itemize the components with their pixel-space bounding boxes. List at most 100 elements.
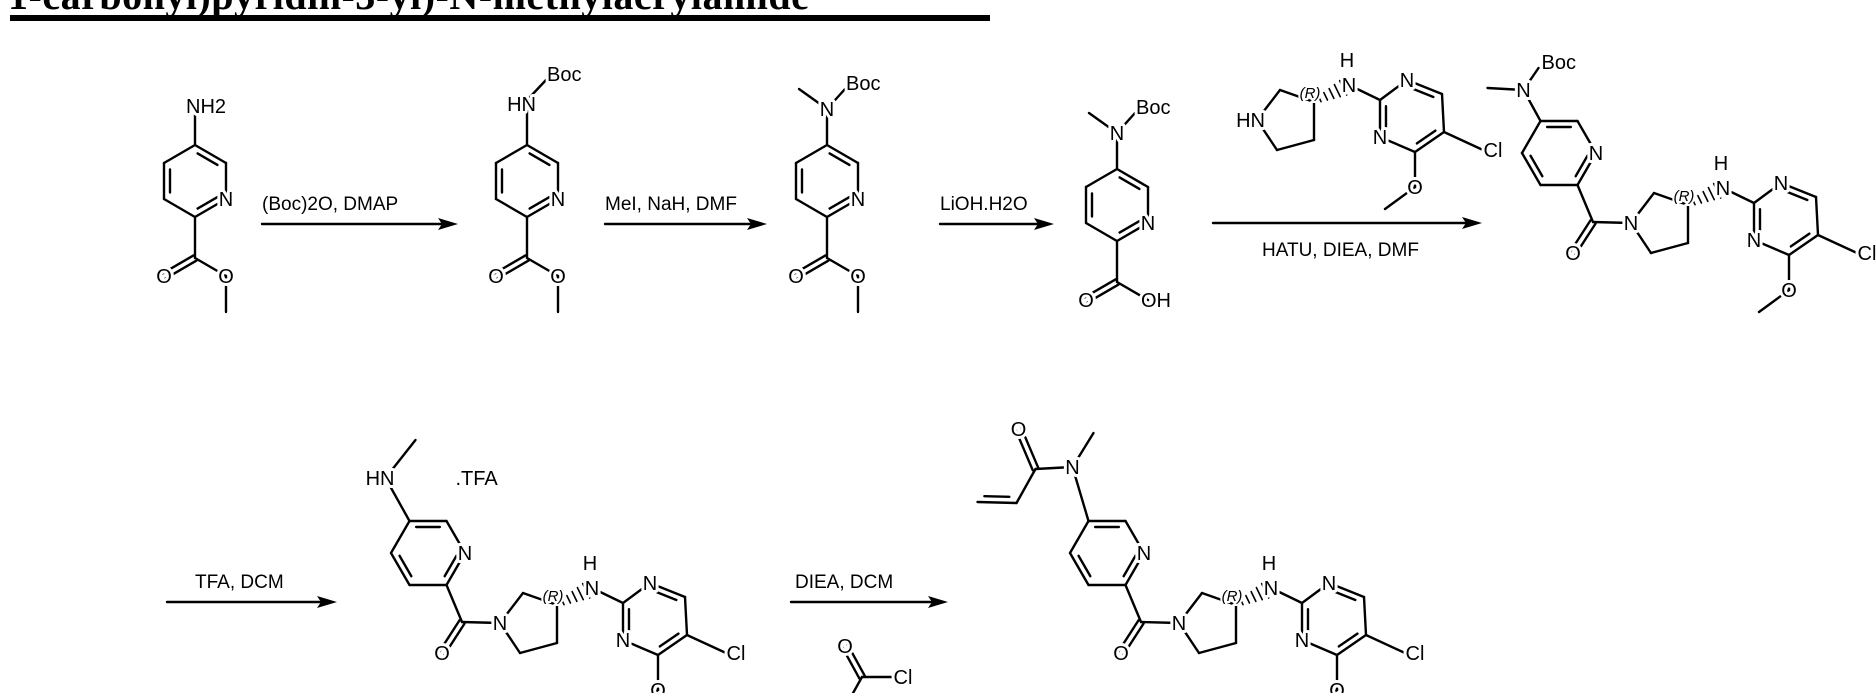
bond	[1327, 581, 1366, 599]
hashed-wedge	[1328, 87, 1335, 100]
bond	[1115, 111, 1137, 135]
bond	[846, 643, 866, 677]
bond	[1652, 191, 1690, 207]
double-bond-inner	[1415, 129, 1437, 145]
bond	[1083, 278, 1117, 299]
atom-label-r: (R)	[1300, 85, 1321, 102]
atom-label-n: N	[458, 543, 472, 565]
bond	[796, 259, 830, 280]
bond	[1071, 431, 1095, 469]
atom-label-n: N	[851, 189, 865, 211]
atom-label-o: O	[156, 266, 172, 288]
atom-label-n: N	[1624, 213, 1638, 235]
bond	[494, 143, 529, 165]
bond	[1087, 111, 1119, 135]
page-title: 1-carbonyl)pyridin-3-yl)-N-methylacrylam…	[8, 0, 809, 19]
step-2-reagents: MeI, NaH, DMF	[605, 194, 737, 215]
step-3-reagents: LiOH.H2O	[940, 194, 1028, 215]
arrow-step-4	[1211, 217, 1482, 229]
bond	[656, 633, 689, 657]
bond	[193, 197, 228, 219]
bond	[1278, 88, 1316, 104]
bond	[851, 675, 864, 693]
bond	[825, 143, 860, 165]
bond	[825, 87, 847, 111]
bond	[389, 551, 411, 587]
bond	[1752, 181, 1783, 205]
bond	[1362, 595, 1368, 637]
bond	[1522, 66, 1540, 92]
double-bond-inner	[828, 195, 851, 210]
hashed-wedge	[571, 590, 578, 603]
double-bond-inner	[1118, 176, 1141, 191]
atom-label-boc: Boc	[547, 64, 581, 86]
arrow-head	[317, 596, 337, 608]
atom-label-o: O	[1078, 290, 1094, 312]
double-bond-inner	[983, 494, 1011, 499]
double-bond-inner	[652, 589, 678, 602]
step-6-reagents: DIEA, DCM	[795, 572, 893, 593]
double-bond-inner	[196, 152, 219, 167]
bond	[443, 622, 466, 656]
arrow-step-2	[603, 218, 767, 230]
bond	[1197, 641, 1238, 655]
double-bond-inner	[828, 152, 851, 167]
bond	[162, 197, 197, 219]
bond	[445, 551, 467, 587]
bond	[1591, 220, 1633, 225]
bond	[193, 256, 228, 278]
bond	[841, 646, 861, 680]
bond	[1139, 620, 1181, 625]
bond	[1576, 183, 1595, 224]
atom-label-cl: Cl	[1406, 643, 1425, 665]
bond	[1020, 426, 1040, 470]
atom-label-n: N	[1141, 213, 1155, 235]
bond	[493, 254, 527, 275]
bond	[1068, 519, 1090, 555]
atom-label-oh: OH	[1141, 290, 1171, 312]
bond	[1269, 586, 1304, 605]
double-bond-inner	[658, 632, 680, 648]
step-4-reagents: HATU, DIEA, DMF	[1262, 240, 1419, 261]
bond	[1779, 181, 1818, 199]
atom-label-boc: Boc	[1136, 97, 1170, 119]
bond	[1115, 167, 1150, 189]
bond	[460, 620, 502, 625]
double-bond-inner	[1529, 154, 1544, 178]
atom-label-hn: HN	[507, 94, 536, 116]
hashed-wedge	[1338, 79, 1348, 96]
atom-label-n: N	[1774, 173, 1788, 195]
atom-label-n: N	[493, 613, 507, 635]
bond	[1071, 465, 1090, 523]
hashed-wedge	[566, 594, 572, 604]
atom-label-o: O	[1565, 243, 1581, 265]
arrow-head	[928, 596, 948, 608]
bond	[1015, 467, 1037, 505]
atom-label-cl: Cl	[894, 667, 913, 689]
bond	[1522, 88, 1542, 123]
bond	[621, 581, 652, 605]
bond	[1378, 78, 1409, 102]
bond	[1068, 551, 1090, 587]
bond	[1486, 86, 1525, 92]
bond	[1520, 119, 1542, 155]
atom-label-n: N	[1373, 127, 1387, 149]
atom-label-cl: Cl	[1484, 140, 1503, 162]
bond	[1117, 619, 1140, 653]
hashed-wedge	[1697, 194, 1703, 204]
bond	[1335, 633, 1368, 657]
hashed-wedge	[1260, 582, 1270, 599]
atom-label-n: N	[616, 630, 630, 652]
arrow-step-5	[165, 596, 337, 608]
bond	[1177, 591, 1204, 625]
bond	[384, 438, 417, 480]
atom-label-h: H	[1714, 153, 1728, 175]
bond	[1300, 638, 1339, 657]
bond	[825, 197, 860, 219]
hashed-wedge	[1245, 594, 1251, 604]
bond	[528, 78, 548, 99]
atom-label-hn: HN	[1236, 110, 1265, 132]
atom-label-n: N	[1747, 230, 1761, 252]
bond	[445, 583, 464, 624]
hashed-wedge	[1317, 95, 1322, 103]
